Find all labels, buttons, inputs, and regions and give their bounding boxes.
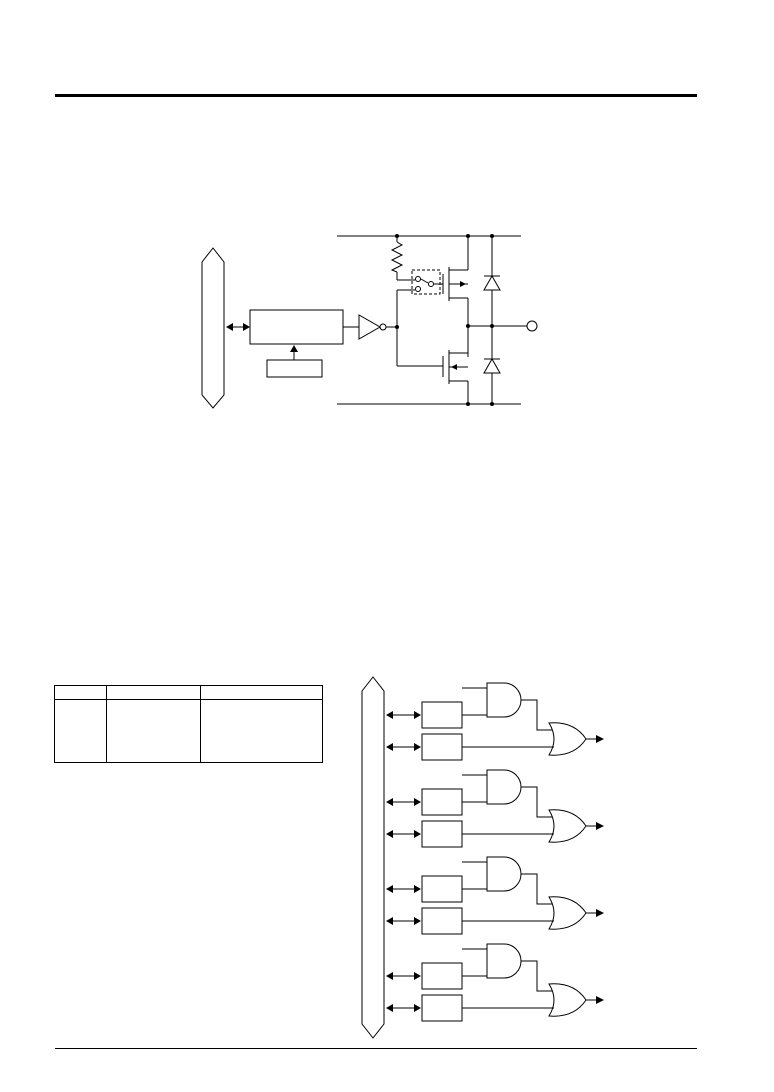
data-register-box — [249, 309, 344, 345]
register-box — [421, 701, 463, 729]
or-gate — [548, 983, 587, 1017]
control-arrowhead — [290, 345, 298, 352]
register-box — [421, 875, 463, 903]
table-cell — [106, 699, 201, 763]
output-arrowhead — [596, 909, 604, 917]
or-gate — [548, 722, 587, 756]
arrowhead-left — [386, 917, 393, 925]
register-box — [421, 907, 463, 935]
arrowhead-right — [414, 972, 421, 980]
register-box — [421, 994, 463, 1022]
and-gate — [486, 856, 522, 892]
and-output-wire — [521, 873, 553, 905]
output-arrowhead — [596, 996, 604, 1004]
output-arrowhead — [596, 735, 604, 743]
and-gate — [486, 943, 522, 979]
arrowhead-left — [386, 885, 393, 893]
register-box — [421, 962, 463, 990]
header-rule — [55, 94, 697, 97]
arrowhead-right — [414, 830, 421, 838]
mode-table — [54, 685, 323, 763]
arrowhead-right — [414, 1004, 421, 1012]
or-gate — [548, 809, 587, 843]
footer-rule — [55, 1048, 697, 1049]
and-output-wire — [521, 786, 553, 818]
arrowhead-left — [386, 830, 393, 838]
arrowhead-right — [414, 885, 421, 893]
table-cell — [54, 699, 107, 763]
arrowhead-left — [386, 743, 393, 751]
arrowhead-left — [386, 972, 393, 980]
and-output-wire — [521, 699, 553, 731]
output-arrowhead — [596, 822, 604, 830]
and-gate — [486, 769, 522, 805]
inverter-gate — [358, 314, 382, 340]
lower-diode — [483, 357, 501, 374]
output-pin-terminal — [526, 320, 538, 332]
arrowhead-right — [414, 917, 421, 925]
and-output-wire — [521, 960, 553, 992]
arrowhead-left — [226, 323, 233, 331]
pullup-resistor — [390, 241, 404, 273]
arrowhead-left — [386, 798, 393, 806]
internal-bus — [201, 247, 225, 409]
arrowhead-left — [386, 1004, 393, 1012]
register-box — [421, 788, 463, 816]
arrowhead-right — [414, 798, 421, 806]
register-box — [421, 733, 463, 761]
arrowhead-right — [243, 323, 250, 331]
arrowhead-right — [414, 711, 421, 719]
logic-internal-bus — [361, 676, 385, 1039]
arrowhead-left — [386, 711, 393, 719]
upper-diode — [483, 274, 501, 291]
table-cell — [200, 699, 323, 763]
or-gate — [548, 896, 587, 930]
option-switch-box — [411, 269, 441, 295]
table-row — [54, 699, 323, 763]
and-gate — [486, 682, 522, 718]
register-box — [421, 820, 463, 848]
arrowhead-right — [414, 743, 421, 751]
